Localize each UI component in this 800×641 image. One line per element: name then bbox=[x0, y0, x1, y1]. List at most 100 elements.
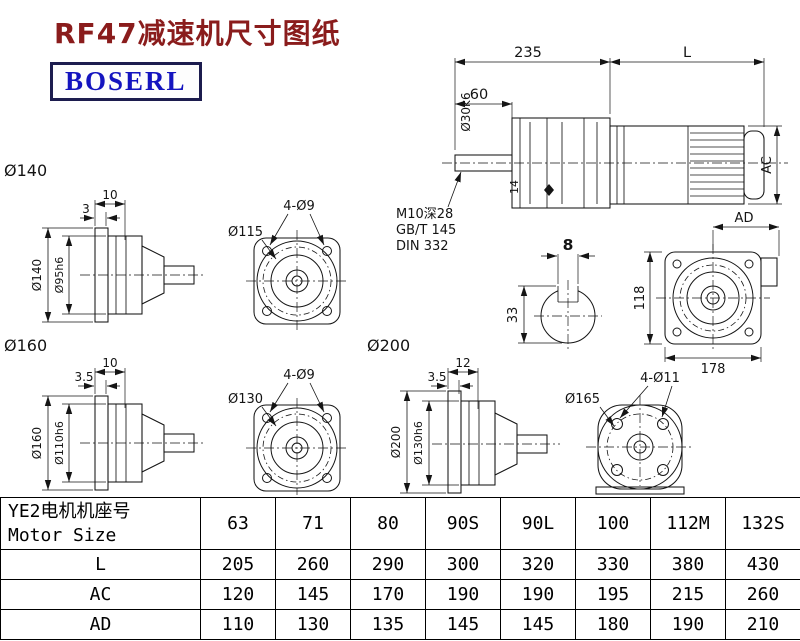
oil-plug-symbol bbox=[544, 184, 554, 196]
holes-4-d9: 4-Ø9 bbox=[283, 199, 314, 214]
shaft-keyway-section: 8 33 bbox=[506, 236, 602, 352]
flange-200-view: Ø200 12 3.5 Ø200 Ø130h6 bbox=[367, 336, 560, 494]
table-header-row: YE2电机机座号 Motor Size 63 71 80 90S 90L 100… bbox=[0, 497, 800, 550]
flange-160-title: Ø160 bbox=[4, 336, 47, 355]
flange-140-view: Ø140 10 3 Ø140 Ø95h6 bbox=[4, 161, 205, 323]
table-cell: 300 bbox=[425, 549, 501, 580]
motor-body bbox=[609, 125, 745, 205]
shaft-stub bbox=[163, 265, 195, 285]
dim-3-5: 3.5 bbox=[74, 370, 93, 384]
table-row-AC: AC 120 145 170 190 190 195 215 260 bbox=[0, 579, 800, 610]
table-cell: 290 bbox=[350, 549, 426, 580]
dim-outer-200: Ø200 bbox=[389, 426, 403, 458]
fan-cover bbox=[743, 130, 765, 200]
gear-housing bbox=[460, 400, 496, 486]
dim-12: 12 bbox=[455, 356, 470, 370]
technical-drawing-canvas: 235 L 60 Ø30k6 AC 14 M10深28 GB/T 145 DIN… bbox=[4, 45, 788, 495]
shaft-stub bbox=[516, 434, 548, 454]
motor-dimension-table: YE2电机机座号 Motor Size 63 71 80 90S 90L 100… bbox=[0, 497, 800, 640]
shaft-diameter-label: Ø30k6 bbox=[459, 92, 473, 131]
table-cell: 260 bbox=[275, 549, 351, 580]
dim-spigot-110: Ø110h6 bbox=[53, 421, 66, 465]
motor-size-label-en: Motor Size bbox=[8, 524, 117, 546]
output-flange-view: 118 178 bbox=[633, 244, 778, 377]
size-132S: 132S bbox=[725, 497, 800, 550]
table-row-L: L 205 260 290 300 320 330 380 430 bbox=[0, 549, 800, 580]
dim-10: 10 bbox=[102, 356, 117, 370]
front-165-view: 4-Ø11 Ø165 bbox=[565, 371, 694, 495]
dim-AC: AC bbox=[760, 156, 775, 174]
dim-178: 178 bbox=[701, 362, 726, 377]
dim-outer-160: Ø160 bbox=[30, 427, 44, 459]
table-cell: 215 bbox=[650, 579, 726, 610]
flange-200-title: Ø200 bbox=[367, 336, 410, 355]
dim-14: 14 bbox=[508, 180, 521, 194]
table-cell: 145 bbox=[425, 609, 501, 640]
keyway-height: 33 bbox=[506, 307, 521, 324]
shaft-stub bbox=[163, 433, 195, 453]
dim-L: L bbox=[683, 45, 691, 61]
motor-size-label-cn: YE2电机机座号 bbox=[8, 500, 131, 522]
table-cell: 135 bbox=[350, 609, 426, 640]
dim-235: 235 bbox=[514, 45, 542, 61]
table-cell: 205 bbox=[200, 549, 276, 580]
table-cell: 190 bbox=[500, 579, 576, 610]
motor-size-header: YE2电机机座号 Motor Size bbox=[0, 497, 201, 550]
flange-plate bbox=[447, 390, 462, 494]
table-cell: 195 bbox=[575, 579, 651, 610]
assembly-side-view bbox=[442, 117, 788, 209]
table-cell: 145 bbox=[275, 579, 351, 610]
bolt-circle-165: Ø165 bbox=[565, 392, 600, 407]
dim-10: 10 bbox=[102, 188, 117, 202]
note-gb-standard: GB/T 145 bbox=[396, 223, 456, 238]
foot-base bbox=[595, 486, 685, 495]
holes-4-d9: 4-Ø9 bbox=[283, 368, 314, 383]
assembly-dimensions: 235 L 60 Ø30k6 AC 14 M10深28 GB/T 145 DIN… bbox=[396, 45, 782, 256]
dim-60: 60 bbox=[470, 87, 488, 103]
size-80: 80 bbox=[350, 497, 426, 550]
table-cell: 145 bbox=[500, 609, 576, 640]
table-cell: 130 bbox=[275, 609, 351, 640]
dim-3-5: 3.5 bbox=[427, 370, 446, 384]
size-90L: 90L bbox=[500, 497, 576, 550]
table-cell: 190 bbox=[650, 609, 726, 640]
table-cell: 180 bbox=[575, 609, 651, 640]
size-63: 63 bbox=[200, 497, 276, 550]
row-label-AD: AD bbox=[0, 609, 201, 640]
dim-118: 118 bbox=[633, 286, 648, 311]
size-90S: 90S bbox=[425, 497, 501, 550]
flange-140-title: Ø140 bbox=[4, 161, 47, 180]
table-cell: 380 bbox=[650, 549, 726, 580]
table-cell: 170 bbox=[350, 579, 426, 610]
bolt-circle-130: Ø130 bbox=[228, 392, 263, 407]
note-din-standard: DIN 332 bbox=[396, 239, 449, 254]
dim-outer-140: Ø140 bbox=[30, 259, 44, 291]
dim-spigot-95: Ø95h6 bbox=[53, 257, 66, 294]
bolt-circle-115: Ø115 bbox=[228, 225, 263, 240]
page-title: RF47减速机尺寸图纸 bbox=[54, 17, 341, 50]
size-100: 100 bbox=[575, 497, 651, 550]
holes-4-d11: 4-Ø11 bbox=[640, 371, 680, 386]
table-cell: 430 bbox=[725, 549, 800, 580]
table-cell: 330 bbox=[575, 549, 651, 580]
flange-160-view: Ø160 10 3.5 Ø160 Ø110h6 bbox=[4, 336, 205, 491]
motor-cooling-fins bbox=[690, 132, 744, 197]
size-71: 71 bbox=[275, 497, 351, 550]
table-cell: 120 bbox=[200, 579, 276, 610]
row-label-AC: AC bbox=[0, 579, 201, 610]
table-cell: 110 bbox=[200, 609, 276, 640]
keyway-width: 8 bbox=[563, 236, 574, 254]
front-115-view: 4-Ø9 Ø115 bbox=[228, 199, 348, 332]
table-cell: 260 bbox=[725, 579, 800, 610]
dim-AD: AD bbox=[735, 211, 754, 226]
note-tapped-hole: M10深28 bbox=[396, 207, 453, 222]
size-112M: 112M bbox=[650, 497, 726, 550]
table-cell: 210 bbox=[725, 609, 800, 640]
boserl-logo: BOSERL bbox=[50, 62, 202, 101]
front-130-view: 4-Ø9 Ø130 bbox=[228, 368, 348, 495]
dim-spigot-130: Ø130h6 bbox=[412, 421, 425, 465]
dim-3: 3 bbox=[82, 202, 90, 216]
logo-text: BOSERL bbox=[65, 66, 187, 96]
row-label-L: L bbox=[0, 549, 201, 580]
table-cell: 320 bbox=[500, 549, 576, 580]
